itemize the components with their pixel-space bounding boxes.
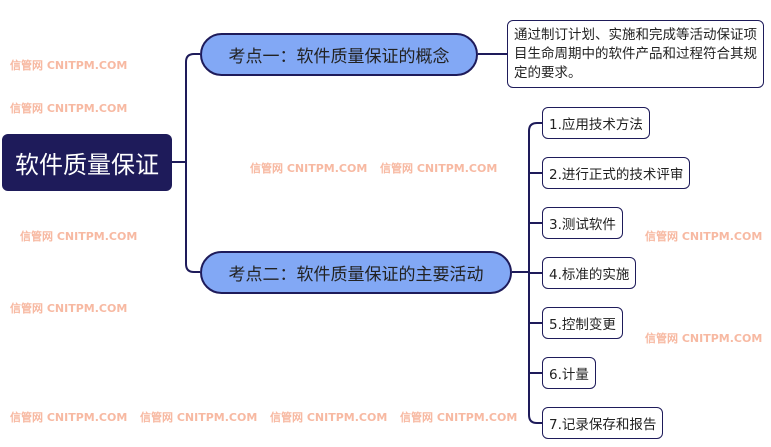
branch-activities-label: 考点二：软件质量保证的主要活动 [228, 265, 484, 285]
concept-detail[interactable]: 通过制订计划、实施和完成等活动保证项目生命周期中的软件产品和过程符合其规定的要求… [507, 20, 764, 88]
activity-label: 2.进行正式的技术评审 [549, 167, 684, 183]
root-label: 软件质量保证 [15, 151, 159, 179]
branch-concept-label: 考点一：软件质量保证的概念 [228, 47, 450, 67]
activity-label: 4.标准的实施 [549, 267, 630, 283]
root-node[interactable]: 软件质量保证 [2, 134, 172, 191]
activity-item[interactable]: 4.标准的实施 [542, 257, 637, 289]
activity-item[interactable]: 2.进行正式的技术评审 [542, 157, 691, 189]
activity-label: 1.应用技术方法 [549, 117, 643, 133]
branch-concept[interactable]: 考点一：软件质量保证的概念 [200, 33, 478, 76]
activity-item[interactable]: 3.测试软件 [542, 207, 623, 239]
activity-item[interactable]: 6.计量 [542, 357, 596, 389]
activity-item[interactable]: 1.应用技术方法 [542, 107, 650, 139]
activity-item[interactable]: 7.记录保存和报告 [542, 407, 664, 439]
concept-detail-text: 通过制订计划、实施和完成等活动保证项目生命周期中的软件产品和过程符合其规定的要求… [514, 26, 757, 81]
activity-item[interactable]: 5.控制变更 [542, 307, 623, 339]
activity-label: 7.记录保存和报告 [549, 417, 657, 433]
branch-activities[interactable]: 考点二：软件质量保证的主要活动 [200, 251, 512, 294]
activity-label: 5.控制变更 [549, 317, 616, 333]
activity-label: 6.计量 [549, 367, 589, 383]
activity-label: 3.测试软件 [549, 217, 616, 233]
